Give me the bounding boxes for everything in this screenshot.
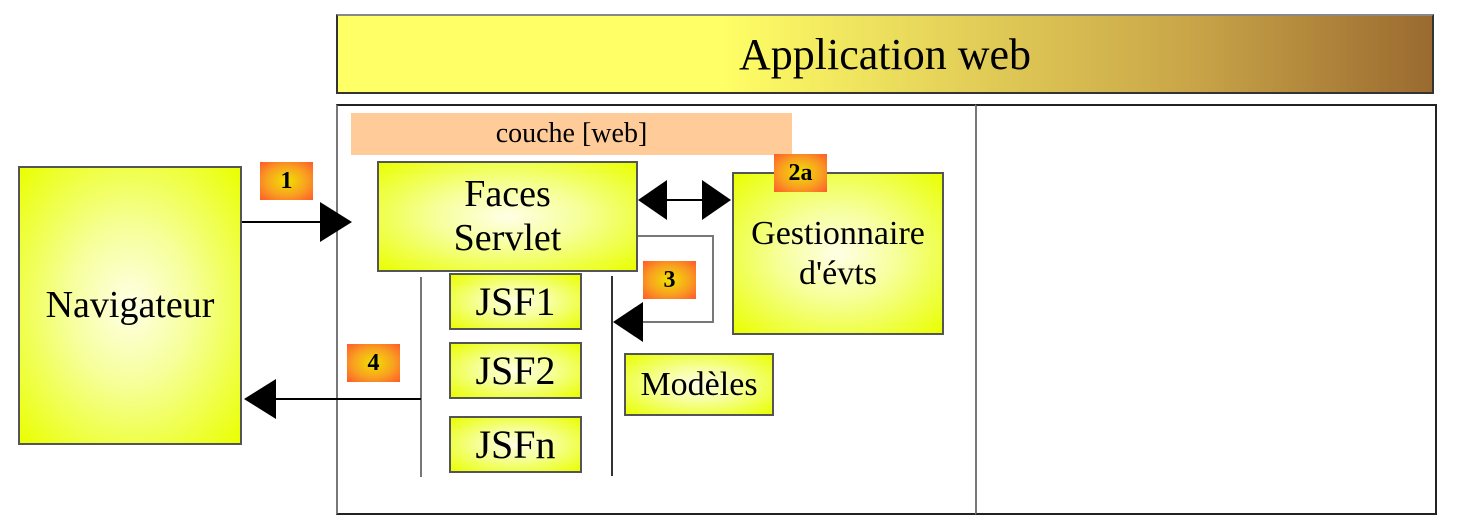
dispatch-arrowhead-icon: [613, 302, 643, 342]
event-handler-box: Gestionnaire d'évts: [732, 172, 944, 335]
models-label: Modèles: [640, 365, 758, 403]
event-link-right-arrowhead-icon: [702, 180, 731, 220]
web-layer-label-text: couche [web]: [495, 118, 648, 149]
step-badge-3: 3: [643, 261, 696, 299]
empty-right-panel: [975, 104, 1437, 515]
jsf-view-label: JSF2: [475, 347, 556, 393]
step-badge-4-label: 4: [367, 349, 380, 376]
step-badge-1-label: 1: [280, 167, 293, 194]
step-badge-2a: 2a: [774, 154, 827, 192]
application-title: Application web: [738, 29, 1032, 79]
step-badge-3-label: 3: [663, 266, 676, 293]
jsf-view-box: JSF1: [449, 273, 582, 330]
request-arrowhead-icon: [320, 202, 352, 242]
step-badge-1: 1: [260, 162, 313, 200]
event-link-left-arrowhead-icon: [638, 180, 667, 220]
faces-servlet-label-line2: Servlet: [453, 216, 562, 259]
faces-servlet-box: Faces Servlet: [377, 161, 638, 272]
jsf-view-box: JSFn: [449, 416, 582, 473]
event-handler-label-line1: Gestionnaire: [751, 215, 925, 253]
models-box: Modèles: [624, 353, 774, 416]
step-badge-4: 4: [347, 344, 400, 382]
jsf-view-box: JSF2: [449, 342, 582, 399]
views-bracket-right-line: [611, 276, 613, 476]
views-bracket-left-line: [420, 277, 422, 477]
step-badge-2a-label: 2a: [788, 159, 813, 186]
web-layer-label: couche [web]: [351, 113, 792, 155]
response-arrowhead-icon: [244, 379, 276, 419]
browser-label: Navigateur: [45, 283, 215, 326]
faces-servlet-label-line1: Faces: [464, 172, 551, 215]
event-handler-label-line2: d'évts: [799, 254, 877, 292]
jsf-view-label: JSFn: [475, 421, 556, 467]
application-title-banner: Application web: [336, 14, 1434, 94]
jsf-view-label: JSF1: [475, 278, 556, 324]
browser-box: Navigateur: [18, 166, 242, 445]
dispatch-arrow-line: [638, 235, 714, 323]
